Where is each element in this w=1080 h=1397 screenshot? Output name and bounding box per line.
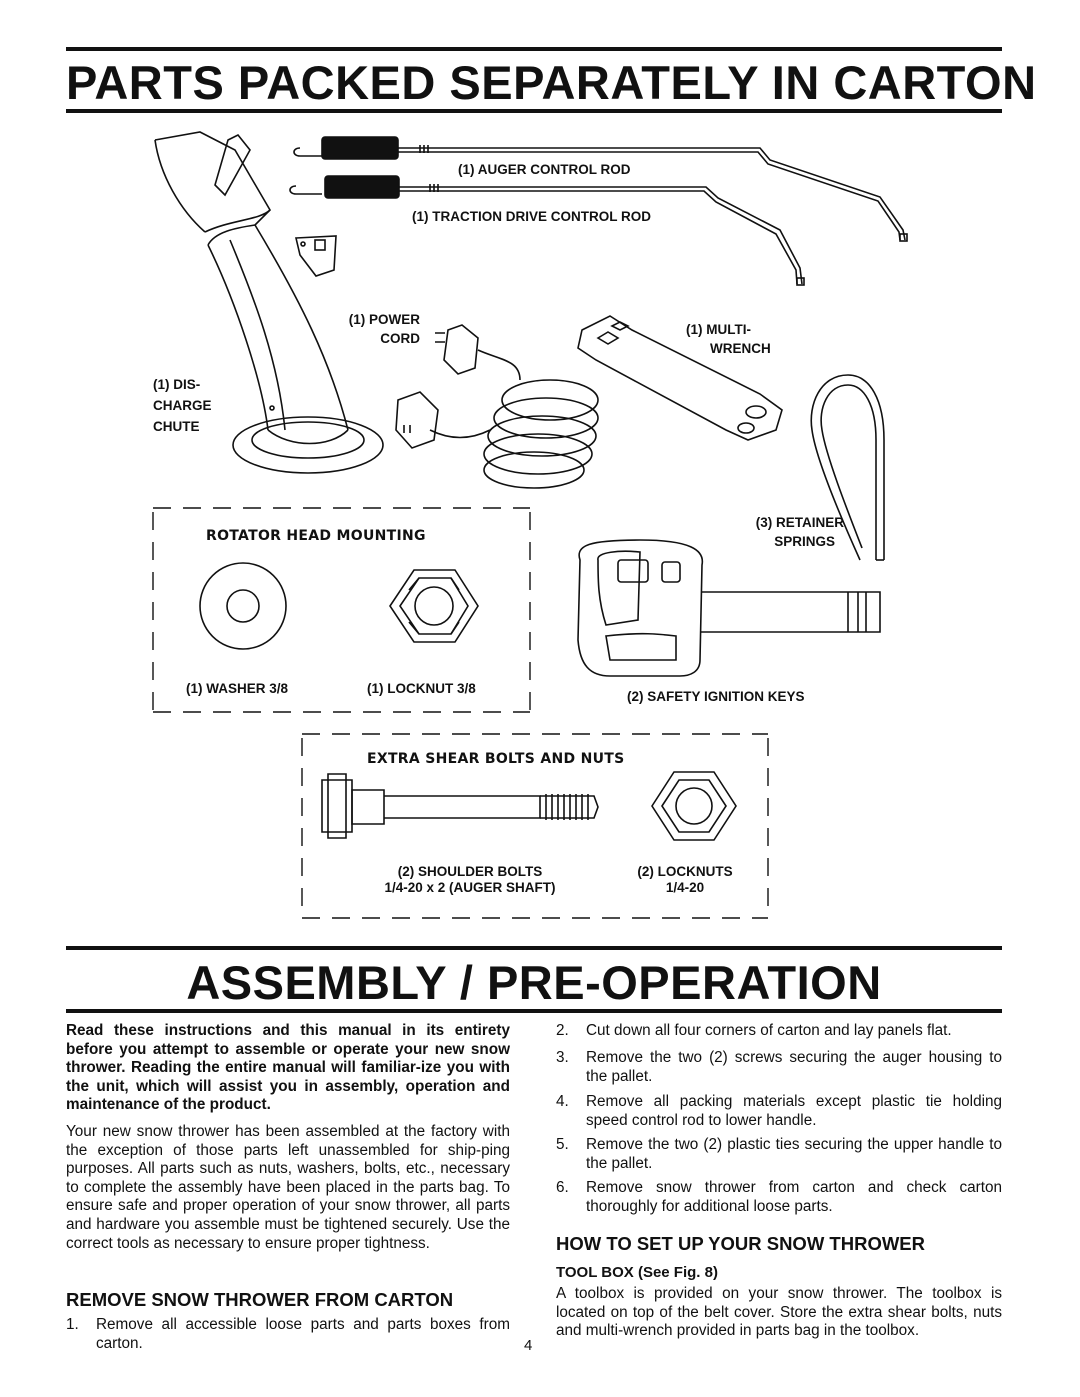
step-2-text: Cut down all four corners of carton and … <box>586 1022 952 1039</box>
intro-paragraph: Your new snow thrower has been assembled… <box>66 1122 510 1252</box>
chute-label-1: (1) DIS- <box>153 377 201 392</box>
retainer-label-2: SPRINGS <box>774 534 835 549</box>
shear-section-title: EXTRA SHEAR BOLTS AND NUTS <box>367 751 625 767</box>
locknut-small-drawing <box>651 771 737 841</box>
page-number: 4 <box>524 1337 533 1354</box>
shear-box-outline <box>301 733 769 919</box>
rotator-section-title: ROTATOR HEAD MOUNTING <box>206 528 426 544</box>
step-3: 3. Remove the two (2) screws securing th… <box>556 1049 1002 1089</box>
power-cord-label-2: CORD <box>380 331 420 346</box>
washer-drawing <box>199 562 287 650</box>
power-cord-label-1: (1) POWER <box>348 312 420 327</box>
page-title: PARTS PACKED SEPARATELY IN CARTON <box>66 56 1037 109</box>
step-2: 2. Cut down all four corners of carton a… <box>556 1022 1002 1042</box>
chute-label-2: CHARGE <box>153 398 212 413</box>
discharge-chute-drawing <box>154 131 384 474</box>
setup-heading: HOW TO SET UP YOUR SNOW THROWER <box>556 1233 925 1254</box>
retainer-label-1: (3) RETAINER <box>755 515 844 530</box>
step-4-number: 4. <box>556 1093 569 1110</box>
step-1: 1. Remove all accessible loose parts and… <box>66 1316 510 1356</box>
traction-control-rod-drawing <box>289 175 805 286</box>
step-1-number: 1. <box>66 1316 79 1333</box>
step-5: 5. Remove the two (2) plastic ties secur… <box>556 1136 1002 1176</box>
parts-illustration <box>152 131 908 919</box>
step-1-text: Remove all accessible loose parts and pa… <box>96 1316 510 1352</box>
multi-wrench-drawing <box>577 315 783 441</box>
auger-control-rod-drawing <box>293 136 908 242</box>
rotator-box-outline <box>152 507 531 713</box>
step-6-number: 6. <box>556 1179 569 1196</box>
shoulder-bolts-label-2: 1/4-20 x 2 (AUGER SHAFT) <box>384 880 556 895</box>
locknut-label: (1) LOCKNUT 3/8 <box>367 681 476 696</box>
ignition-key-drawing <box>577 539 881 677</box>
toolbox-text: A toolbox is provided on your snow throw… <box>556 1285 1002 1340</box>
remove-heading: REMOVE SNOW THROWER FROM CARTON <box>66 1289 454 1310</box>
power-cord-drawing <box>395 324 599 489</box>
step-4-text: Remove all packing materials except plas… <box>586 1093 1002 1129</box>
auger-rod-label: (1) AUGER CONTROL ROD <box>458 162 631 177</box>
step-3-number: 3. <box>556 1049 569 1066</box>
title-underline <box>66 109 1002 113</box>
step-5-text: Remove the two (2) plastic ties securing… <box>586 1136 1002 1172</box>
shoulder-bolts-label-1: (2) SHOULDER BOLTS <box>397 864 543 879</box>
step-5-number: 5. <box>556 1136 569 1153</box>
step-2-number: 2. <box>556 1022 569 1039</box>
shoulder-bolt-drawing <box>321 773 599 839</box>
assembly-title: ASSEMBLY / PRE-OPERATION <box>186 956 882 1009</box>
chute-label-3: CHUTE <box>153 419 200 434</box>
step-4: 4. Remove all packing materials except p… <box>556 1093 1002 1133</box>
assembly-underline <box>66 1009 1002 1013</box>
intro-bold-paragraph: Read these instructions and this manual … <box>66 1022 510 1114</box>
multi-wrench-label-2: WRENCH <box>710 341 771 356</box>
ignition-keys-label: (2) SAFETY IGNITION KEYS <box>627 689 805 704</box>
multi-wrench-label-1: (1) MULTI- <box>686 322 751 337</box>
toolbox-heading: TOOL BOX (See Fig. 8) <box>556 1264 718 1281</box>
locknuts-label-2: 1/4-20 <box>665 880 705 895</box>
traction-rod-label: (1) TRACTION DRIVE CONTROL ROD <box>412 209 651 224</box>
retainer-spring-drawing <box>810 374 885 561</box>
step-3-text: Remove the two (2) screws securing the a… <box>586 1049 1002 1085</box>
top-rule <box>66 47 1002 51</box>
locknut-drawing <box>389 569 479 643</box>
step-6-text: Remove snow thrower from carton and chec… <box>586 1179 1002 1215</box>
intro-column: Read these instructions and this manual … <box>66 1022 510 1253</box>
locknuts-label-1: (2) LOCKNUTS <box>637 864 733 879</box>
step-6: 6. Remove snow thrower from carton and c… <box>556 1179 1002 1219</box>
washer-label: (1) WASHER 3/8 <box>186 681 289 696</box>
assembly-top-rule <box>66 946 1002 950</box>
